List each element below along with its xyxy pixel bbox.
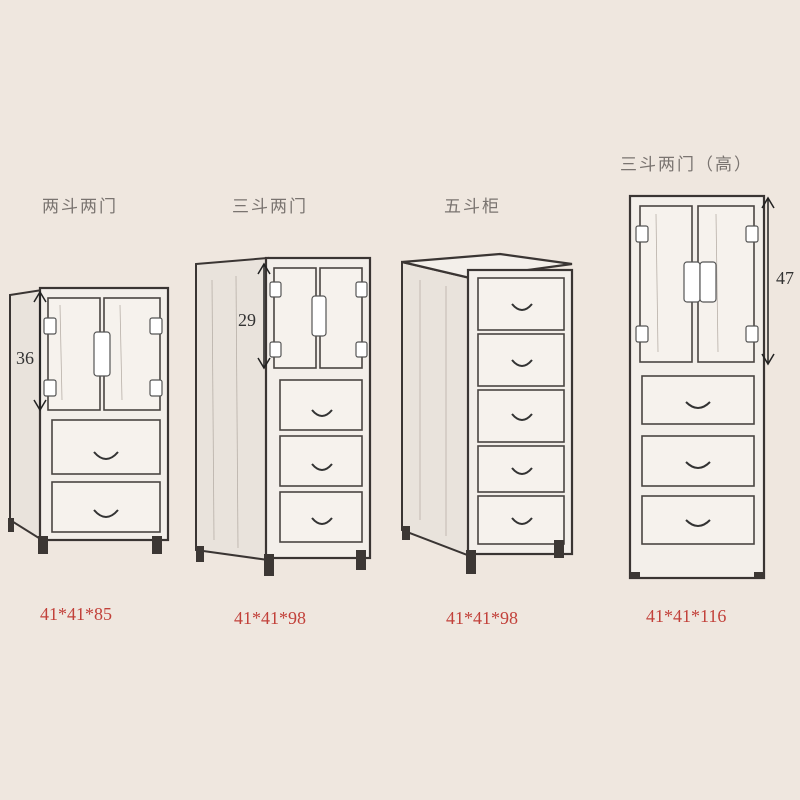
cabinet-3-title: 五斗柜 — [444, 197, 501, 217]
cabinet-2-door-height: 29 — [238, 310, 256, 330]
cabinet-1-door-height: 36 — [16, 348, 34, 368]
cabinet-3-image — [401, 252, 574, 574]
cabinet-3-dimensions: 41*41*98 — [446, 608, 518, 628]
cabinet-4-door-height: 47 — [776, 268, 794, 288]
cabinet-2-dimensions: 41*41*98 — [234, 608, 306, 628]
cabinet-2-title: 三斗两门 — [232, 197, 308, 217]
cabinet-1-image — [8, 286, 170, 554]
cabinet-2-image — [195, 256, 372, 576]
cabinet-4-dimensions: 41*41*116 — [646, 606, 727, 626]
cabinet-1-dimensions: 41*41*85 — [40, 604, 112, 624]
cabinet-4-title: 三斗两门（高） — [620, 155, 753, 175]
cabinet-1-title: 两斗两门 — [42, 197, 118, 217]
cabinet-4-image — [628, 194, 775, 580]
